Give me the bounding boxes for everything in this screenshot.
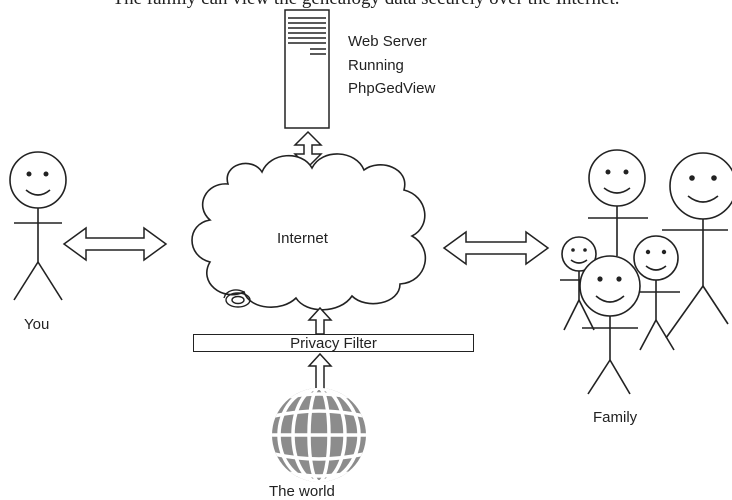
world-label: The world [269, 483, 335, 500]
stick-figure-icon [588, 149, 648, 256]
server-label-line-2: Running [348, 57, 404, 74]
internet-family-arrow [442, 230, 550, 266]
you-label: You [24, 316, 50, 333]
stick-figure-icon [662, 152, 732, 339]
privacy-filter-box: Privacy Filter [193, 334, 474, 352]
caption-text: The family can view the genealogy data s… [113, 0, 620, 9]
cloud-icon [191, 153, 427, 311]
double-arrow-icon [442, 230, 550, 266]
server-label-line-1: Web Server [348, 33, 427, 50]
double-arrow-icon [62, 226, 168, 262]
family-label: Family [593, 409, 638, 426]
stick-figure-icon [579, 255, 641, 395]
top-caption: The family can view the genealogy data s… [0, 0, 732, 10]
server-icon [284, 9, 330, 129]
filter-internet-arrow [307, 306, 333, 335]
world-filter-arrow [307, 352, 333, 391]
stick-figure-icon [9, 151, 67, 301]
family-group [560, 149, 732, 395]
you-internet-arrow [62, 226, 168, 262]
server-label-line-3: PhpGedView [348, 80, 436, 97]
internet-label: Internet [277, 230, 328, 247]
stick-figure-icon [633, 235, 680, 351]
globe-icon [272, 388, 366, 482]
privacy-filter-label: Privacy Filter [290, 335, 377, 352]
